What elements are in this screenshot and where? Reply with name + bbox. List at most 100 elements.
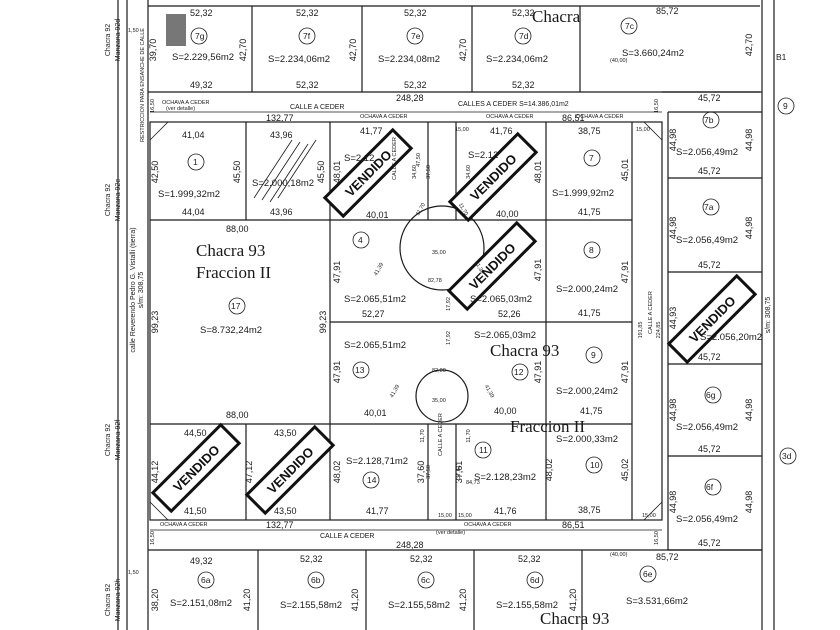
dimension: 41,39: [483, 384, 495, 399]
lot-number: 7e: [411, 31, 421, 41]
dimension: 45,72: [698, 538, 721, 548]
chacra-label: Chacra 93: [196, 241, 265, 260]
dimension: 48,01: [332, 161, 342, 184]
dimension: 99,23: [150, 311, 160, 334]
dimension: 86,51: [562, 113, 585, 123]
ochava-note: OCHAVA A CEDER: [360, 114, 408, 120]
dimension: 86,51: [562, 520, 585, 530]
dimension: 35,00: [432, 250, 446, 256]
dimension: 41,39: [389, 384, 401, 399]
dimension: 15,00: [642, 513, 656, 519]
lot-number: 6c: [421, 575, 431, 585]
dimension: 99,23: [318, 311, 328, 334]
interior-street: CALLE A CEDER: [438, 413, 444, 456]
dimension: 41,39: [373, 262, 385, 277]
dimension: 45,50: [316, 161, 326, 184]
neighbor-manzana: Manzana 92f: [115, 420, 122, 461]
dimension: 37,61: [454, 461, 464, 484]
dimension: 44,98: [668, 217, 678, 240]
dimension: 88,00: [226, 224, 249, 234]
lot-number: 1: [193, 157, 198, 167]
lot-area: S=2.056,49m2: [676, 422, 738, 433]
dimension: 11,70: [420, 429, 426, 442]
street-length-right: s/m: 308,75: [765, 297, 772, 334]
dimension: 248,28: [396, 93, 424, 103]
dimension: 11,70: [457, 202, 469, 217]
lot-area: S=2.12: [344, 153, 374, 164]
lot-number: 14: [367, 475, 377, 485]
lot-area: S=2.151,08m2: [170, 598, 232, 609]
lot-area: S=2.065,51m2: [344, 340, 406, 351]
ochava-note: OCHAVA A CEDER: [576, 114, 624, 120]
lot-area: S=2.000,24m2: [556, 284, 618, 295]
neighbor-chacra: Chacra 92: [105, 24, 112, 56]
sector-3d: 3d: [782, 451, 792, 461]
lot-area: S=2.155,58m2: [388, 600, 450, 611]
neighbor-chacra: Chacra 92: [105, 184, 112, 216]
dimension: 40,00: [494, 406, 517, 416]
dimension: 38,20: [150, 589, 160, 612]
dimension: 34,60: [466, 165, 472, 179]
lot-area: S=1.999,32m2: [158, 189, 220, 200]
lot-number: 11: [479, 445, 488, 455]
dimension: 52,27: [362, 309, 385, 319]
dimension: 47,12: [244, 461, 254, 484]
dimension: 48,01: [533, 161, 543, 184]
dimension: 43,50: [274, 506, 297, 516]
dimension: 41,20: [568, 589, 578, 612]
lot-area: S=2.065,03m2: [470, 294, 532, 305]
lot-number: 6d: [530, 575, 540, 585]
dimension: 44,98: [744, 217, 754, 240]
dimension: 49,32: [190, 556, 213, 566]
dimension: 47,91: [620, 261, 630, 284]
dimension: 44,93: [668, 307, 678, 330]
dimension: 45,72: [698, 260, 721, 270]
ochava-note: OCHAVA A CEDER: [464, 522, 512, 528]
dimension: 41,50: [184, 506, 207, 516]
dimension: 47,50: [416, 153, 422, 167]
dimension: 1,50: [128, 570, 139, 576]
dimension: 52,32: [512, 80, 535, 90]
lot-area: S=2.234,08m2: [378, 54, 440, 65]
lot-area: S=2.065,03m2: [474, 330, 536, 341]
dimension: 191,85: [638, 322, 644, 339]
dimension: 47,91: [620, 361, 630, 384]
dimension: 47,91: [533, 361, 543, 384]
lot-area: S=2.234,06m2: [486, 54, 548, 65]
ochava-note: OCHAVA A CEDER: [486, 114, 534, 120]
chacra-label-top: Chacra: [532, 7, 581, 26]
dimension: (40,00): [610, 58, 628, 64]
chacra-label-center: Chacra 93: [490, 341, 559, 360]
lot-area: S=2.056,49m2: [676, 147, 738, 158]
lot-number: 7a: [704, 202, 714, 212]
dimension: 49,32: [190, 80, 213, 90]
ochava-note: OCHAVA A CEDER: [162, 100, 210, 106]
dimension: 45,50: [232, 161, 242, 184]
dimension: 41,77: [360, 126, 383, 136]
dimension: 42,50: [150, 161, 160, 184]
dimension: 45,72: [698, 444, 721, 454]
dimension: 40,00: [496, 209, 519, 219]
dimension: 45,72: [698, 166, 721, 176]
dimension: 35,00: [432, 398, 446, 404]
ochava-note-detail: (ver detalle): [436, 530, 465, 536]
lot-area: S=2.234,06m2: [268, 54, 330, 65]
dimension: 16,50: [654, 99, 660, 113]
dimension: 52,32: [296, 80, 319, 90]
dimension: 41,76: [494, 506, 517, 516]
lot-number: 7f: [303, 31, 311, 41]
dimension: 52,32: [512, 8, 535, 18]
dimension: 88,00: [226, 410, 249, 420]
dimension: 48,02: [544, 459, 554, 482]
sold-stamps: VENDIDO VENDIDO VENDIDO VENDIDO VENDIDO …: [150, 127, 758, 516]
dimension: 16,50: [654, 531, 660, 545]
lot-number: 12: [514, 367, 524, 377]
lot-area: S=2.000,33m2: [556, 434, 618, 445]
dimension: 85,72: [656, 552, 679, 562]
dimension: 43,96: [270, 130, 293, 140]
dimension: 52,32: [410, 554, 433, 564]
dimension: 45,72: [698, 352, 721, 362]
dimension: 82,00: [432, 368, 446, 374]
dimension: 43,50: [274, 428, 297, 438]
